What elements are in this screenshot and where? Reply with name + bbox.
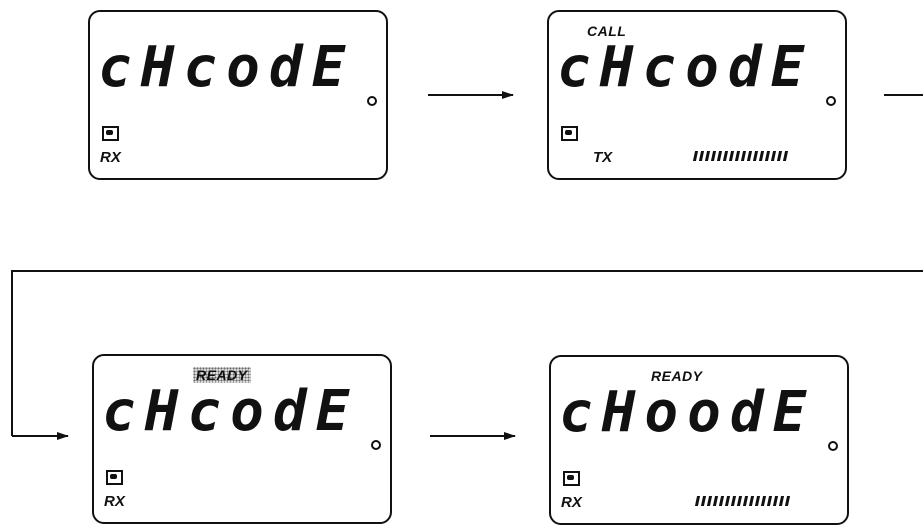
decimal-dot-icon [826, 96, 836, 106]
meter-segment [742, 496, 749, 506]
signal-meter [692, 151, 789, 161]
meter-segment [728, 151, 735, 161]
meter-segment [764, 151, 771, 161]
lcd-display-4: READY cHoodE RX [549, 355, 849, 525]
mode-label: RX [100, 149, 121, 166]
mode-label: TX [593, 149, 613, 166]
call-indicator: CALL [587, 23, 627, 39]
segment-text: cHcodE [557, 35, 814, 100]
meter-segment [730, 496, 737, 506]
lcd-display-2: CALL cHcodE TX [547, 10, 847, 180]
meter-segment [746, 151, 753, 161]
wrap-connector [11, 270, 923, 436]
battery-icon [563, 471, 580, 486]
meter-segment [748, 496, 755, 506]
battery-icon [561, 126, 578, 141]
battery-icon [102, 126, 119, 141]
meter-segment [776, 151, 783, 161]
meter-segment [740, 151, 747, 161]
meter-segment [766, 496, 773, 506]
meter-segment [700, 496, 707, 506]
meter-segment [704, 151, 711, 161]
meter-segment [734, 151, 741, 161]
decimal-dot-icon [828, 441, 838, 451]
meter-segment [758, 151, 765, 161]
meter-segment [782, 151, 789, 161]
segment-text: cHcodE [98, 35, 355, 100]
ready-indicator-blinking: READY [193, 367, 251, 383]
meter-segment [712, 496, 719, 506]
mode-label: RX [561, 494, 582, 511]
meter-segment [754, 496, 761, 506]
meter-segment [724, 496, 731, 506]
ready-indicator: READY [651, 368, 703, 384]
decimal-dot-icon [367, 96, 377, 106]
lcd-display-3: READY cHcodE RX [92, 354, 392, 524]
meter-segment [752, 151, 759, 161]
mode-label: RX [104, 493, 125, 510]
meter-segment [710, 151, 717, 161]
meter-segment [722, 151, 729, 161]
meter-segment [778, 496, 785, 506]
meter-segment [760, 496, 767, 506]
meter-segment [770, 151, 777, 161]
meter-segment [706, 496, 713, 506]
meter-segment [736, 496, 743, 506]
meter-segment [716, 151, 723, 161]
meter-segment [772, 496, 779, 506]
signal-meter [694, 496, 791, 506]
segment-text: cHoodE [559, 380, 816, 445]
meter-segment [784, 496, 791, 506]
meter-segment [694, 496, 701, 506]
lcd-display-1: cHcodE RX [88, 10, 388, 180]
meter-segment [698, 151, 705, 161]
segment-text: cHcodE [102, 379, 359, 444]
battery-icon [106, 470, 123, 485]
decimal-dot-icon [371, 440, 381, 450]
meter-segment [718, 496, 725, 506]
meter-segment [692, 151, 699, 161]
